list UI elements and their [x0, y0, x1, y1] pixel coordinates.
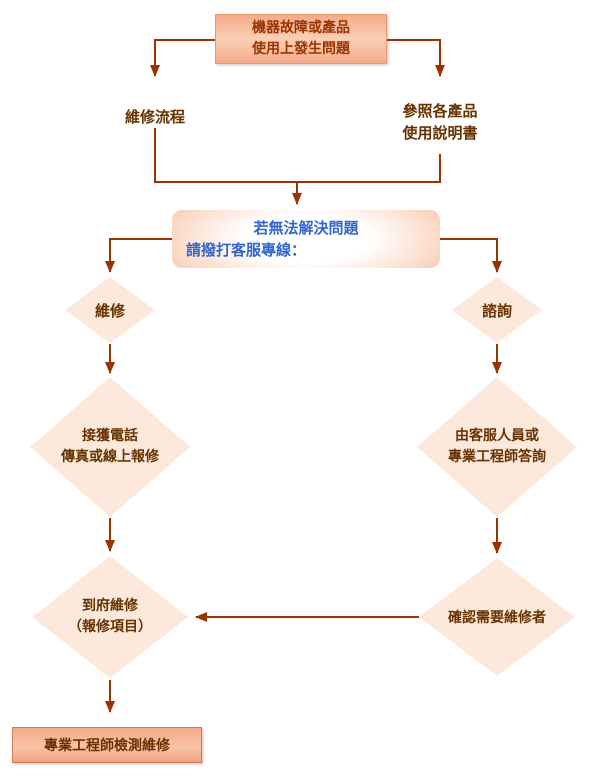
receive-call-line1: 接獲電話 [82, 428, 138, 444]
service-answer-line1: 由客服人員或 [455, 428, 539, 444]
consult-diamond: 諮詢 [452, 277, 542, 343]
onsite-repair-line2: （報修項目） [68, 619, 152, 635]
start-box-line2: 使用上發生問題 [252, 41, 350, 57]
onsite-repair-diamond: 到府維修 （報修項目） [32, 556, 188, 678]
receive-call-diamond: 接獲電話 傳真或線上報修 [30, 377, 190, 517]
onsite-repair-line1: 到府維修 [82, 598, 138, 614]
manual-label-line2: 使用說明書 [402, 124, 478, 142]
repair-diamond-text: 維修 [94, 301, 125, 320]
confirm-repair-text: 確認需要維修者 [448, 610, 546, 626]
hotline-line1: 若無法解決問題 [253, 219, 359, 237]
final-box: 專業工程師檢測維修 [12, 727, 202, 763]
connector-start-to-repairflow [150, 39, 215, 77]
hotline-line2: 請撥打客服專線： [186, 241, 307, 259]
receive-call-line2: 傳真或線上報修 [61, 449, 159, 465]
consult-diamond-text: 諮詢 [481, 301, 512, 320]
repair-diamond: 維修 [65, 277, 155, 343]
connector-hotline-to-consult [440, 238, 502, 273]
start-box: 機器故障或產品 使用上發生問題 [215, 14, 387, 64]
final-box-text: 專業工程師檢測維修 [44, 738, 170, 754]
start-box-line1: 機器故障或產品 [252, 20, 350, 36]
service-answer-line2: 專業工程師答詢 [448, 449, 546, 465]
service-answer-diamond: 由客服人員或 專業工程師答詢 [417, 377, 577, 517]
connector-start-to-manual [385, 39, 445, 77]
connector-hotline-to-repair [105, 238, 172, 273]
repair-flow-label-text: 維修流程 [124, 108, 185, 126]
repair-flow-label: 維修流程 [95, 106, 215, 128]
manual-label: 參照各產品 使用說明書 [378, 100, 502, 144]
confirm-repair-diamond: 確認需要維修者 [419, 558, 575, 676]
manual-label-line1: 參照各產品 [402, 102, 478, 120]
hotline-box: 若無法解決問題 請撥打客服專線： [172, 210, 440, 268]
